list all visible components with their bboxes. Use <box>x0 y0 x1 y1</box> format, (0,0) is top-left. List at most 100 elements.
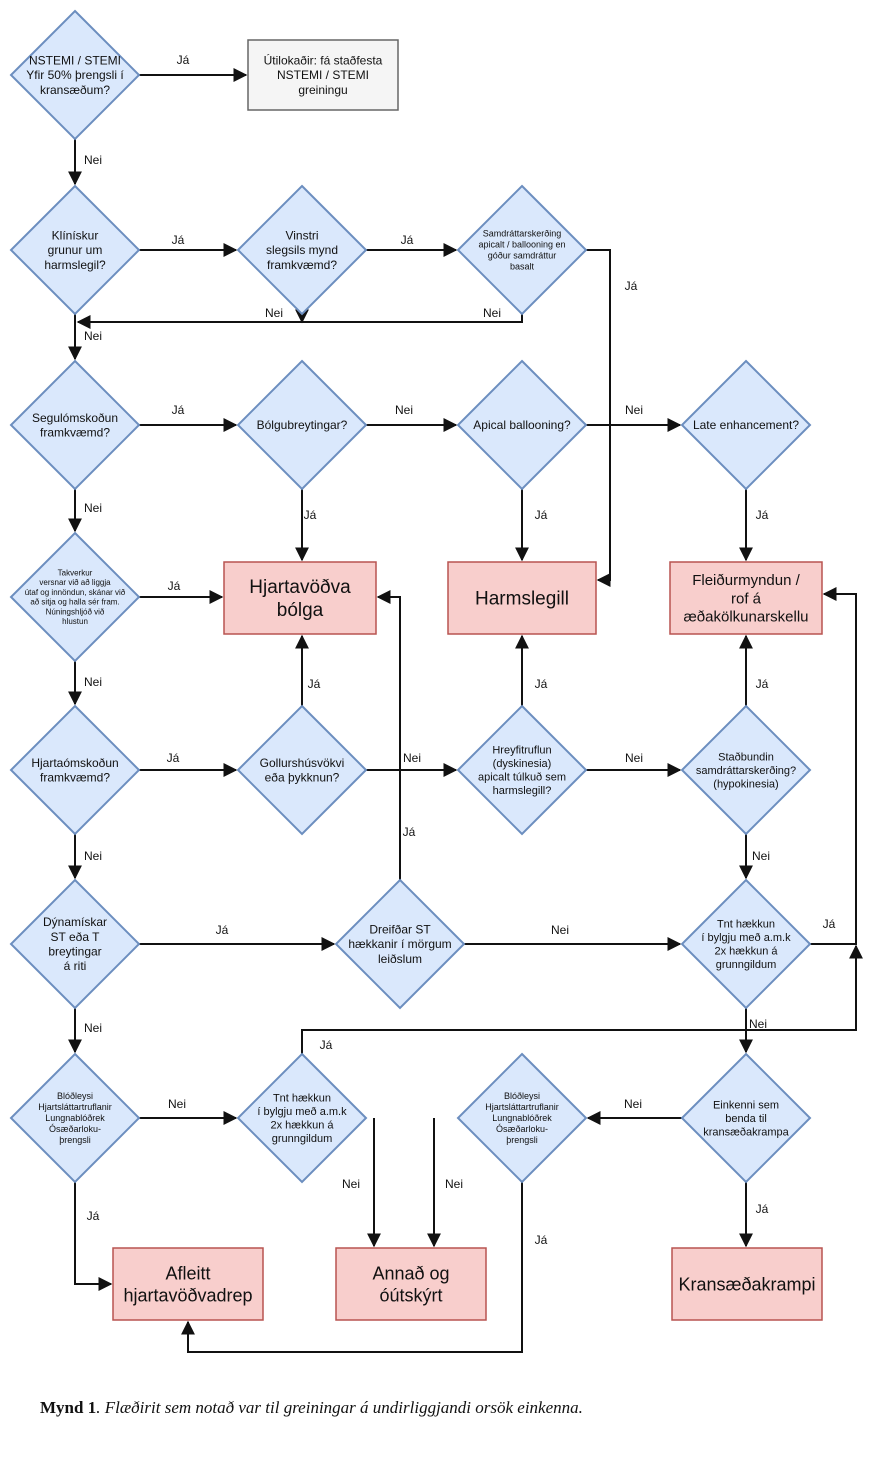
outcome-box <box>112 1247 264 1321</box>
decision-d12-line: (dyskinesia) <box>493 758 552 770</box>
decision-d1-line: NSTEMI / STEMI <box>29 54 121 68</box>
caption-text: . Flæðirit sem notað var til greiningar … <box>96 1398 583 1417</box>
edge-label-yes: Já <box>167 751 180 765</box>
decision-diamond <box>456 359 588 491</box>
edge-label-yes: Já <box>168 579 181 593</box>
outcome-excl-line: NSTEMI / STEMI <box>277 68 369 82</box>
decision-d13: Staðbundinsamdráttarskerðing?(hypokinesi… <box>680 704 812 836</box>
flow-arrow <box>181 1182 523 1353</box>
decision-d18-line: grunngildum <box>272 1133 333 1145</box>
decision-d18-line: í bylgju með a.m.k <box>257 1106 347 1118</box>
decision-d19-line: Lungnablóðrek <box>492 1113 552 1123</box>
edge-label-yes: Já <box>216 923 229 937</box>
edge-label-no: Nei <box>84 153 102 167</box>
decision-d4-line: góður samdráttur <box>488 251 557 261</box>
decision-d15-line: leiðslum <box>378 952 422 966</box>
edge-label-yes: Já <box>320 1038 333 1052</box>
decision-diamond <box>236 184 368 316</box>
edge-label-yes: Já <box>756 1202 769 1216</box>
decision-d20-line: benda til <box>725 1113 767 1125</box>
decision-d15-line: hækkanir í mörgum <box>348 937 451 951</box>
decision-d17-line: Lungnablóðrek <box>45 1113 105 1123</box>
edge-label-no: Nei <box>551 923 569 937</box>
decision-d9-line: Núningshljóð við <box>46 607 105 616</box>
edge-label-yes: Já <box>756 677 769 691</box>
decision-diamond <box>680 1052 812 1184</box>
decision-d14-line: ST eða T <box>51 930 101 944</box>
edge-label-yes: Já <box>756 508 769 522</box>
decision-diamond <box>9 1052 141 1184</box>
edge-label-yes: Já <box>172 403 185 417</box>
decision-d2-line: harmslegil? <box>44 258 106 272</box>
flow-arrow <box>586 249 611 587</box>
decision-diamond <box>680 878 812 1010</box>
outcome-box <box>669 561 823 635</box>
decision-d19-line: Hjartsláttartruflanir <box>485 1102 559 1112</box>
edge-label-yes: Já <box>308 677 321 691</box>
decision-diamond <box>236 1052 368 1184</box>
caption-label: Mynd 1 <box>40 1398 97 1417</box>
decision-d7: Apical ballooning? <box>456 359 588 491</box>
edge-label-no: Nei <box>84 849 102 863</box>
outcome-box <box>335 1247 487 1321</box>
decision-d14-line: Dýnamískar <box>43 915 107 929</box>
decision-diamond <box>456 1052 588 1184</box>
decision-d14-line: á riti <box>64 959 87 973</box>
decision-d2-line: grunur um <box>48 243 103 257</box>
edge-label-yes: Já <box>535 508 548 522</box>
decision-d5-line: Segulómskoðun <box>32 411 118 425</box>
decision-d17-line: Hjartsláttartruflanir <box>38 1102 112 1112</box>
outcome-excl-line: Útilokaðir: fá staðfesta <box>264 53 383 68</box>
decision-diamond <box>236 704 368 836</box>
decision-d14-line: breytingar <box>48 945 101 959</box>
decision-d20-line: kransæðakrampa <box>703 1126 789 1138</box>
outcome-tako: Harmslegill <box>447 561 597 635</box>
decision-d19-line: Ósæðarloku- <box>496 1124 548 1134</box>
decision-diamond <box>9 9 141 141</box>
decision-d13-line: (hypokinesia) <box>713 778 778 790</box>
edge-label-no: Nei <box>483 306 501 320</box>
edge-label-no: Nei <box>445 1177 463 1191</box>
flow-arrow <box>74 1182 113 1291</box>
decision-d4-line: basalt <box>510 262 535 272</box>
decision-diamond <box>456 184 588 316</box>
edge-label-no: Nei <box>395 403 413 417</box>
decision-diamond <box>456 704 588 836</box>
decision-diamond <box>9 704 141 836</box>
edge-label-yes: Já <box>172 233 185 247</box>
outcome-plaque-line: Fleiðurmyndun / <box>692 572 800 589</box>
outcome-spasm-line: Kransæðakrampi <box>678 1274 815 1294</box>
decision-d20-line: Einkenni sem <box>713 1099 779 1111</box>
decision-diamond <box>9 878 141 1010</box>
decision-d16-line: 2x hækkun á <box>715 946 779 958</box>
edge-label-no: Nei <box>625 751 643 765</box>
flow-arrow <box>301 944 863 1054</box>
decision-d8-line: Late enhancement? <box>693 418 799 432</box>
decision-diamond <box>9 531 141 663</box>
decision-d7-line: Apical ballooning? <box>473 418 571 432</box>
edge-label-yes: Já <box>177 53 190 67</box>
edge-label-no: Nei <box>749 1017 767 1031</box>
edge-label-yes: Já <box>535 1233 548 1247</box>
decision-d18-line: Tnt hækkun <box>273 1093 331 1105</box>
decision-d9-line: hlustun <box>62 617 88 626</box>
flow-arrow <box>810 587 857 945</box>
decision-diamond <box>680 359 812 491</box>
outcome-box <box>223 561 377 635</box>
decision-d3-line: Vinstri <box>285 229 318 243</box>
decision-d16-line: Tnt hækkun <box>717 919 775 931</box>
decision-d4-line: apicalt / ballooning en <box>478 240 565 250</box>
outcome-plaque-line: rof á <box>731 590 762 607</box>
decision-d13-line: samdráttarskerðing? <box>696 765 796 777</box>
outcome-box <box>447 561 597 635</box>
decision-d19: BlóðleysiHjartsláttartruflanirLungnablóð… <box>456 1052 588 1184</box>
decision-d17: BlóðleysiHjartsláttartruflanirLungnablóð… <box>9 1052 141 1184</box>
flow-edges <box>68 68 863 1353</box>
